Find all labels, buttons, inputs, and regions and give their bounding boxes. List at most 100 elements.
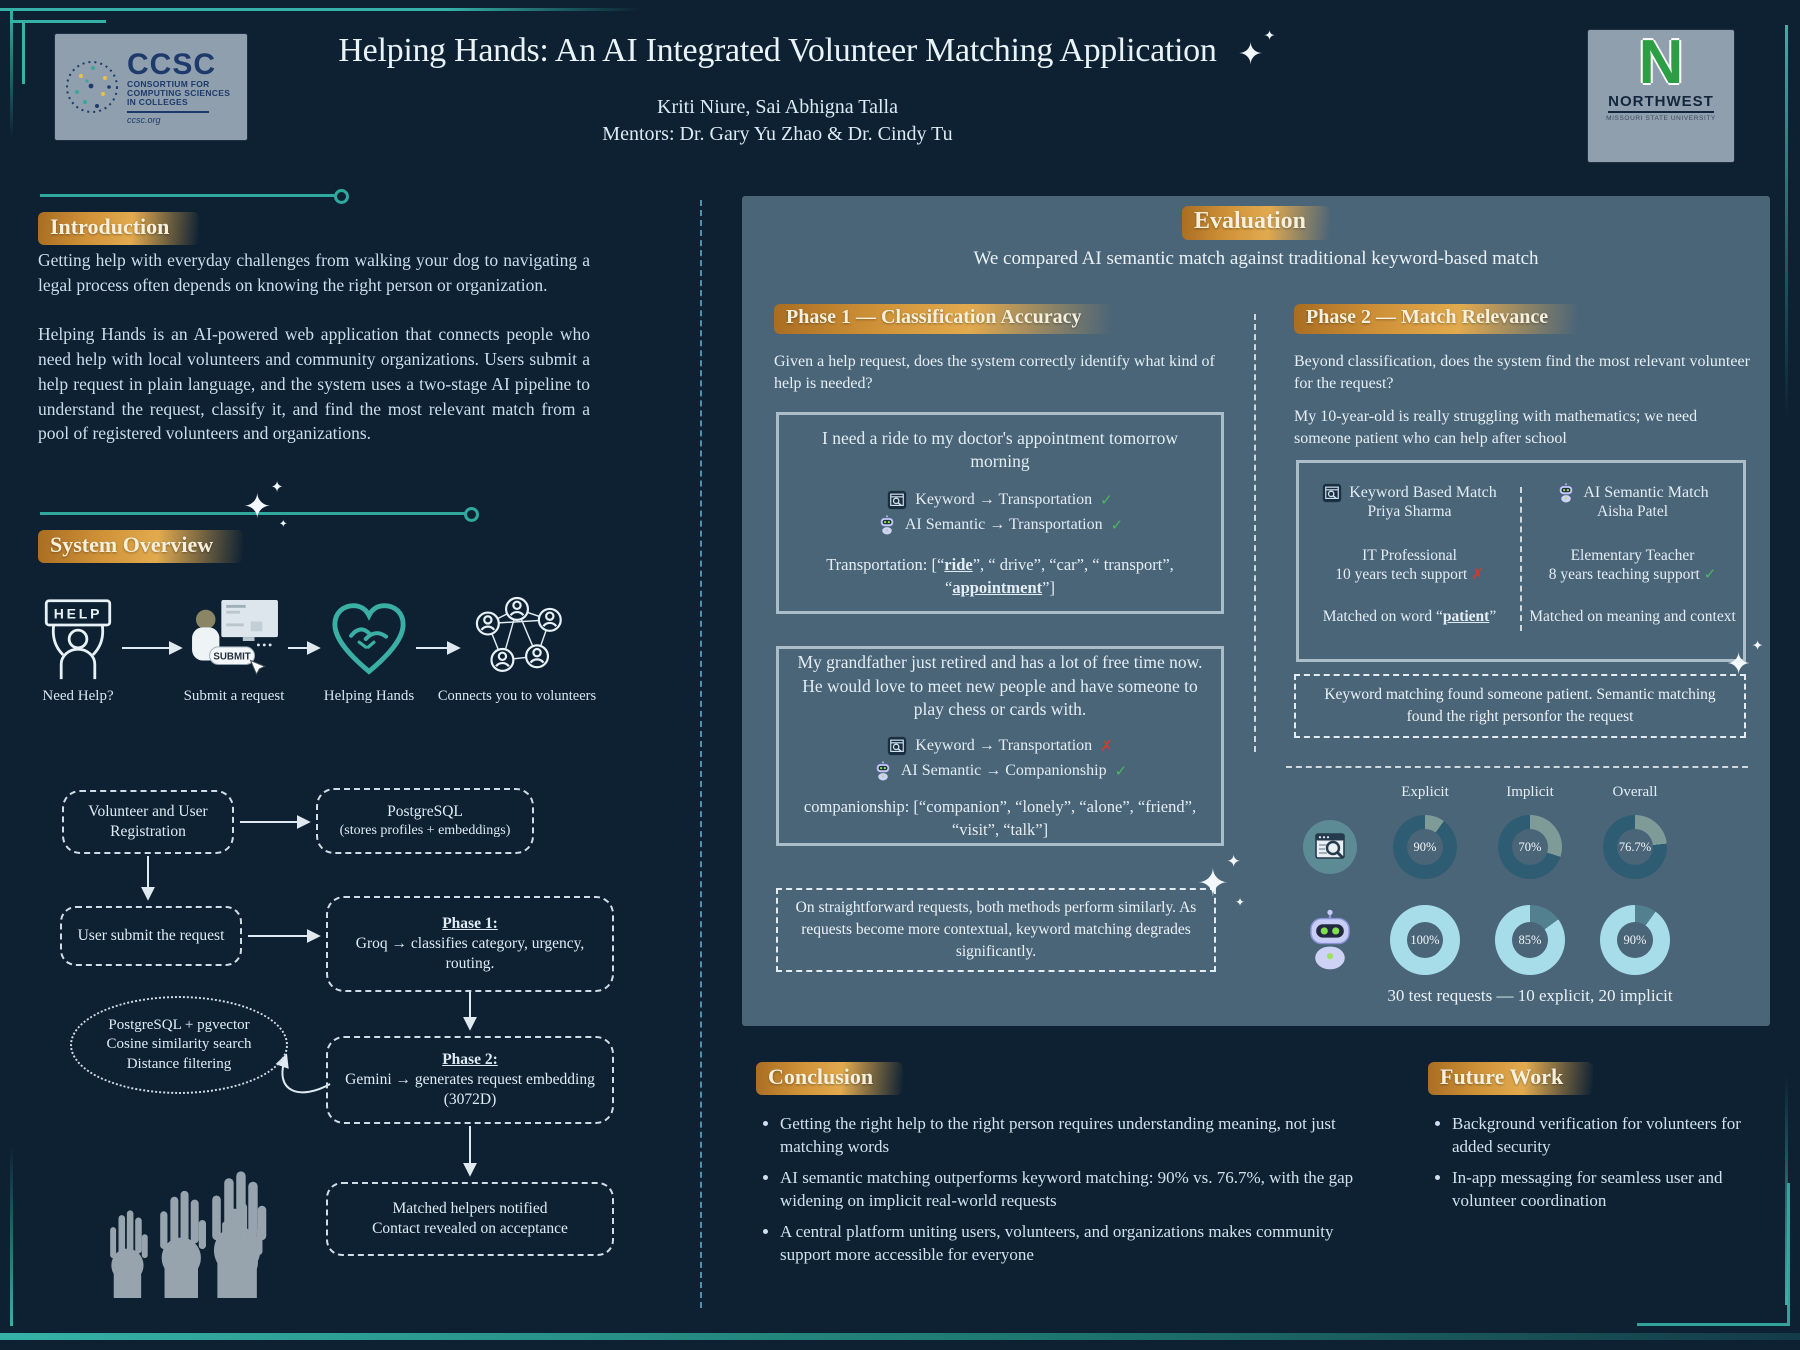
- conclusion-list: Getting the right help to the right pers…: [760, 1112, 1360, 1274]
- flow-phase2-title: Phase 2:: [442, 1050, 498, 1068]
- frame-top-line-inner: [10, 20, 106, 23]
- help-sign-text: HELP: [54, 605, 103, 621]
- frame-left-line: [10, 8, 13, 138]
- keyword-search-icon: [887, 736, 907, 756]
- donut-keyword-explicit: 90%: [1393, 815, 1457, 879]
- frame-right-bottom-line: [1785, 1075, 1788, 1305]
- divider-dot: [334, 189, 349, 204]
- flow-phase2-dim: (3072D): [443, 1091, 497, 1109]
- submit-request-icon: SUBMIT: [192, 600, 278, 676]
- keyword-search-icon: [1303, 820, 1357, 874]
- sparkle-icon: ✦✦: [1726, 638, 1764, 682]
- northwest-logo: N NORTHWEST MISSOURI STATE UNIVERSITY: [1588, 30, 1734, 162]
- phase1-note: On straightforward requests, both method…: [776, 888, 1216, 972]
- flow-pgvector-line3: Distance filtering: [126, 1055, 232, 1072]
- flow-matched-line2: Contact revealed on acceptance: [372, 1220, 568, 1237]
- ccsc-rule: [127, 110, 209, 113]
- donut-semantic-explicit: 100%: [1390, 905, 1460, 975]
- step-label-submit: Submit a request: [183, 688, 285, 704]
- cross-icon: ✗: [1471, 565, 1484, 583]
- submit-button-text: SUBMIT: [213, 652, 250, 663]
- sparkle-icon: ✦✦✦: [243, 478, 288, 530]
- flow-phase1-title: Phase 1:: [442, 914, 498, 932]
- example2-keywords: companionship: [“companion”, “lonely”, “…: [803, 796, 1197, 839]
- example1-keywords: Transportation: [“ride”, “ drive”, “car”…: [826, 555, 1174, 598]
- flow-pgvector-line2: Cosine similarity search: [106, 1036, 252, 1053]
- frame-bottom-bar: [0, 1333, 1800, 1340]
- conclusion-bullet: A central platform uniting users, volunt…: [780, 1220, 1360, 1267]
- keyword-search-icon: [1322, 483, 1342, 503]
- chart-caption: 30 test requests — 10 explicit, 20 impli…: [1387, 986, 1673, 1005]
- robot-icon: [877, 515, 897, 535]
- chart-divider: [1286, 766, 1748, 768]
- system-overview-heading: System Overview: [38, 530, 244, 563]
- ccsc-name-line: IN COLLEGES: [127, 96, 188, 107]
- example2-request: My grandfather just retired and has a lo…: [797, 651, 1203, 720]
- volunteer-network-icon: [475, 596, 562, 672]
- frame-top-line: [0, 8, 640, 11]
- step-label-connects: Connects you to volunteers: [437, 688, 597, 704]
- ccsc-name-line: COMPUTING SCIENCES: [127, 88, 231, 99]
- flow-postgres-line1: PostgreSQL: [387, 802, 463, 820]
- phase2-note: Keyword matching found someone patient. …: [1294, 674, 1746, 738]
- keyword-highlight: ride: [944, 555, 973, 575]
- example1-keyword-result: Keyword → Transportation: [915, 491, 1093, 509]
- semantic-match-role: Elementary Teacher: [1570, 547, 1695, 564]
- donut-semantic-overall: 90%: [1600, 905, 1670, 975]
- flow-phase2-body: Gemini → generates request embedding: [345, 1070, 595, 1088]
- example1-semantic-result: AI Semantic → Transportation: [904, 516, 1103, 534]
- flow-connectors: [122, 641, 477, 1177]
- phase2-heading: Phase 2 — Match Relevance: [1294, 304, 1579, 334]
- check-icon: ✓: [1100, 491, 1113, 510]
- ccsc-name-line: CONSORTIUM FOR: [127, 79, 210, 90]
- authors: Kriti Niure, Sai Abhigna Talla: [657, 96, 898, 118]
- donut-semantic-implicit: 85%: [1495, 905, 1565, 975]
- flow-matched-line1: Matched helpers notified: [392, 1199, 548, 1217]
- keyword-match-role: IT Professional: [1362, 547, 1457, 564]
- northwest-subname: MISSOURI STATE UNIVERSITY: [1606, 114, 1716, 122]
- phase-column-divider: [1254, 314, 1256, 752]
- semantic-match-note: Matched on meaning and context: [1529, 608, 1736, 625]
- conclusion-heading: Conclusion: [756, 1062, 904, 1095]
- intro-heading: Introduction: [38, 212, 200, 245]
- sparkle-icon: ✦✦✦: [1197, 852, 1245, 909]
- frame-bottom-left-line: [10, 1146, 13, 1326]
- check-icon: ✓: [1703, 565, 1717, 583]
- evaluation-subtitle: We compared AI semantic match against tr…: [973, 248, 1539, 269]
- chart-col-implicit: Implicit: [1506, 784, 1554, 800]
- helping-hands-heart-icon: [332, 603, 406, 675]
- flow-registration-text: Volunteer and User Registration: [88, 802, 208, 840]
- example1-request: I need a ride to my doctor's appointment…: [822, 427, 1178, 472]
- mentors: Mentors: Dr. Gary Yu Zhao & Dr. Cindy Tu: [602, 123, 953, 145]
- phase1-heading: Phase 1 — Classification Accuracy: [774, 304, 1112, 334]
- example2-box: My grandfather just retired and has a lo…: [776, 646, 1224, 846]
- phase2-question: Beyond classification, does the system f…: [1294, 353, 1750, 393]
- cross-icon: ✗: [1100, 736, 1113, 755]
- future-work-list: Background verification for volunteers f…: [1432, 1112, 1748, 1220]
- ccsc-brain-icon: [66, 61, 118, 113]
- northwest-n-mark: N: [1638, 28, 1684, 97]
- section-divider: [40, 194, 336, 197]
- match-column-divider: [1520, 487, 1522, 631]
- frame-left-line-inner: [22, 20, 25, 84]
- check-icon: ✓: [1114, 761, 1128, 780]
- semantic-match-name: Aisha Patel: [1596, 503, 1669, 520]
- frame-bottom-right-bracket: [1637, 1183, 1790, 1326]
- flow-user-request-text: User submit the request: [77, 926, 225, 944]
- flow-phase1-box: Phase 1: Groq → classifies category, urg…: [326, 896, 614, 992]
- keyword-match-title: Keyword Based Match: [1349, 484, 1497, 501]
- robot-icon: [1556, 483, 1576, 503]
- match-comparison-box: Keyword Based Match Priya Sharma IT Prof…: [1296, 460, 1746, 662]
- donut-keyword-overall: 76.7%: [1603, 815, 1667, 879]
- chart-col-overall: Overall: [1612, 784, 1658, 800]
- ccsc-url: ccsc.org: [127, 114, 161, 125]
- flow-user-request-box: User submit the request: [60, 906, 242, 966]
- raised-hands-graphic: [26, 1138, 270, 1298]
- keyword-highlight: patient: [1442, 608, 1490, 625]
- step-label-need-help: Need Help?: [42, 688, 114, 704]
- future-work-bullet: Background verification for volunteers f…: [1452, 1112, 1748, 1159]
- flow-matched-box: Matched helpers notified Contact reveale…: [326, 1182, 614, 1256]
- example1-box: I need a ride to my doctor's appointment…: [776, 412, 1224, 614]
- flow-phase1-body: Groq → classifies category, urgency, rou…: [355, 934, 585, 973]
- column-separator: [700, 200, 702, 1308]
